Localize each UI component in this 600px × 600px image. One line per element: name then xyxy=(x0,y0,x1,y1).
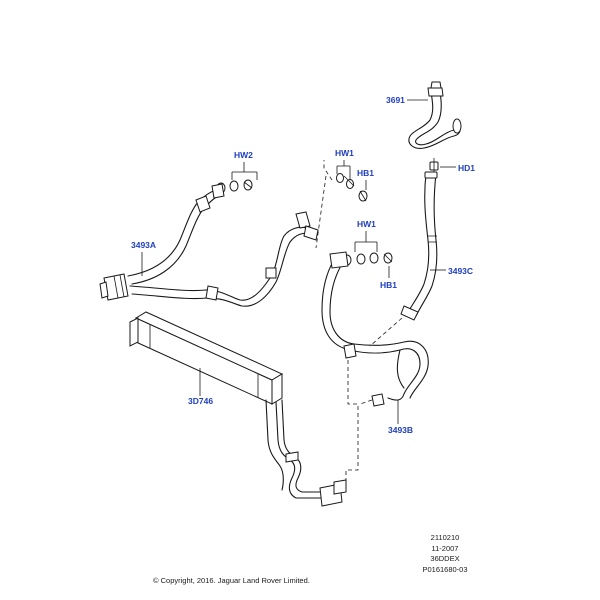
leader-dash-top xyxy=(315,160,333,249)
leader-dash-3493c xyxy=(369,317,403,347)
callout-3691: 3691 xyxy=(386,95,428,105)
clip-hd1[interactable] xyxy=(429,158,439,174)
callout-hd1: HD1 xyxy=(440,163,475,173)
callout-3493b: 3493B xyxy=(388,400,413,435)
hose-3493c[interactable] xyxy=(400,171,438,321)
bolt-hb1-top[interactable] xyxy=(358,190,368,202)
callout-3d746: 3D746 xyxy=(188,368,213,406)
drawing-number: 2110210 xyxy=(430,533,460,542)
leader-dash-lower xyxy=(359,399,373,405)
callout-hw1-mid-label: HW1 xyxy=(357,219,376,229)
callout-hb1-top: HB1 xyxy=(357,168,374,190)
callout-3d746-label: 3D746 xyxy=(188,396,213,406)
copyright-notice: © Copyright, 2016. Jaguar Land Rover Lim… xyxy=(153,576,310,585)
drawing-reference: P0161680-03 xyxy=(422,564,468,574)
callout-3691-label: 3691 xyxy=(386,95,405,105)
callout-hb1-mid: HB1 xyxy=(380,266,397,290)
callout-3493b-label: 3493B xyxy=(388,425,413,435)
callout-hw1-top-label: HW1 xyxy=(335,148,354,158)
drawing-code: 36DDEX xyxy=(430,554,460,563)
hose-3493a[interactable] xyxy=(99,183,319,307)
callout-3493a: 3493A xyxy=(131,240,156,276)
callout-hb1-top-label: HB1 xyxy=(357,168,374,178)
fastener-hw1-mid[interactable] xyxy=(342,252,379,266)
hose-3691[interactable] xyxy=(408,81,462,149)
cooler-3d746[interactable] xyxy=(129,311,347,507)
callout-hw2-label: HW2 xyxy=(234,150,253,160)
callout-3493a-label: 3493A xyxy=(131,240,156,250)
leader-dash-3493b xyxy=(345,360,359,480)
drawing-date: 11-2007 xyxy=(431,543,459,553)
bolt-hb1-mid[interactable] xyxy=(383,252,393,264)
callout-hd1-label: HD1 xyxy=(458,163,475,173)
callout-hb1-mid-label: HB1 xyxy=(380,280,397,290)
callout-hw1-top: HW1 xyxy=(335,148,354,180)
callout-3493c: 3493C xyxy=(430,266,473,276)
drawing-info: 2110210 11-2007 36DDEX P0161680-03 xyxy=(400,533,490,575)
callout-hw2: HW2 xyxy=(231,150,258,180)
hose-3493b[interactable] xyxy=(321,251,429,407)
fastener-hw1-top[interactable] xyxy=(336,173,355,189)
callout-3493c-label: 3493C xyxy=(448,266,473,276)
callout-hw1-mid: HW1 xyxy=(354,219,378,252)
